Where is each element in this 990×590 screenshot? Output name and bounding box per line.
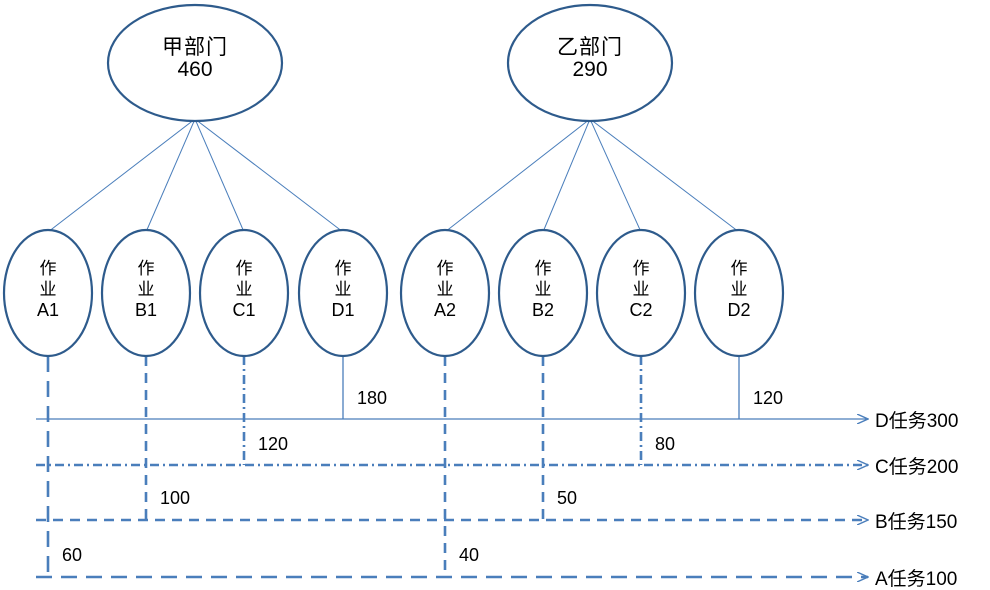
ellipse-job-a2[interactable] bbox=[399, 228, 491, 358]
task-flow-lines bbox=[36, 419, 868, 577]
ellipse-job-c1[interactable] bbox=[198, 228, 290, 358]
connector-dept-yi-job-d2 bbox=[589, 118, 740, 233]
ellipse-job-d2[interactable] bbox=[693, 228, 785, 358]
allocation-vertical-lines bbox=[46, 356, 740, 577]
alloc-value-alloc-d2-d: 120 bbox=[753, 388, 784, 408]
node-ellipses bbox=[2, 3, 785, 358]
alloc-value-alloc-b1-b: 100 bbox=[160, 488, 191, 508]
connector-dept-yi-job-a2 bbox=[444, 118, 591, 233]
connector-dept-jia-job-c1 bbox=[194, 118, 245, 233]
connector-dept-yi-job-b2 bbox=[542, 118, 591, 233]
task-label-task-d[interactable]: D任务300 bbox=[875, 411, 959, 432]
alloc-value-alloc-b2-b: 50 bbox=[557, 488, 578, 508]
ellipse-job-b1[interactable] bbox=[100, 228, 192, 358]
alloc-value-alloc-a2-a: 40 bbox=[459, 545, 480, 565]
connector-dept-jia-job-a1 bbox=[47, 118, 196, 233]
alloc-value-alloc-d1-d: 180 bbox=[357, 388, 388, 408]
ellipse-job-b2[interactable] bbox=[497, 228, 589, 358]
task-label-task-c[interactable]: C任务200 bbox=[875, 457, 959, 478]
connector-dept-jia-job-d1 bbox=[194, 118, 344, 233]
task-label-task-b[interactable]: B任务150 bbox=[875, 512, 958, 533]
task-label-task-a[interactable]: A任务100 bbox=[875, 569, 958, 590]
alloc-value-alloc-c2-c: 80 bbox=[655, 434, 676, 454]
ellipse-dept-yi[interactable] bbox=[506, 3, 674, 123]
connector-dept-yi-job-c2 bbox=[589, 118, 642, 233]
ellipse-job-c2[interactable] bbox=[595, 228, 687, 358]
ellipse-job-a1[interactable] bbox=[2, 228, 94, 358]
alloc-value-alloc-a1-a: 60 bbox=[62, 545, 83, 565]
alloc-value-alloc-c1-c: 120 bbox=[258, 434, 289, 454]
ellipse-job-d1[interactable] bbox=[297, 228, 389, 358]
connector-dept-jia-job-b1 bbox=[145, 118, 196, 233]
parent-child-connectors bbox=[47, 118, 740, 233]
ellipse-dept-jia[interactable] bbox=[106, 3, 284, 123]
